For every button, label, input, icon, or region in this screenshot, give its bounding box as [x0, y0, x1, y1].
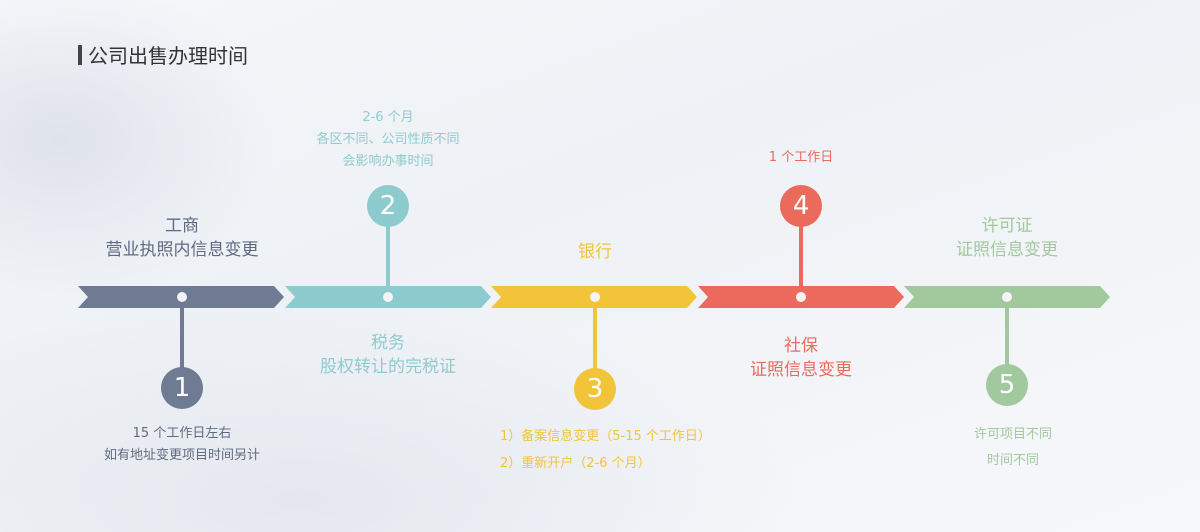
step-number-3: 3: [574, 368, 616, 410]
timeline-dot-5: [1002, 292, 1012, 302]
timeline-dot-1: [177, 292, 187, 302]
step-number-2: 2: [367, 185, 409, 227]
step-5-note: 许可项目不同时间不同: [973, 427, 1052, 468]
title-text: 公司出售办理时间: [88, 44, 248, 68]
step-3-label: 银行: [578, 242, 612, 262]
page-title: 公司出售办理时间: [78, 40, 248, 69]
stem-2: [386, 222, 390, 294]
timeline-dot-2: [383, 292, 393, 302]
title-marker: [78, 44, 82, 65]
step-1-label: 工商营业执照内信息变更: [105, 216, 259, 260]
step-5-label: 许可证证照信息变更: [956, 216, 1058, 260]
stem-3: [593, 302, 597, 372]
stem-5: [1005, 302, 1009, 368]
step-number-5: 5: [986, 364, 1028, 406]
step-4-label: 社保证照信息变更: [750, 336, 852, 380]
timeline-dot-3: [590, 292, 600, 302]
step-number-4: 4: [780, 185, 822, 227]
step-3-note: 1）备案信息变更（5-15 个工作日）2）重新开户（2-6 个月）: [500, 429, 711, 471]
step-1-note: 15 个工作日左右如有地址变更项目时间另计: [103, 426, 260, 463]
step-number-1: 1: [161, 367, 203, 409]
step-2-label: 税务股权转让的完税证: [320, 333, 456, 377]
step-2-note: 2-6 个月各区不同、公司性质不同会影响办事时间: [316, 110, 460, 169]
timeline-dot-4: [796, 292, 806, 302]
step-4-note: 1 个工作日: [768, 150, 834, 165]
stem-1: [180, 302, 184, 372]
stem-4: [799, 222, 803, 294]
